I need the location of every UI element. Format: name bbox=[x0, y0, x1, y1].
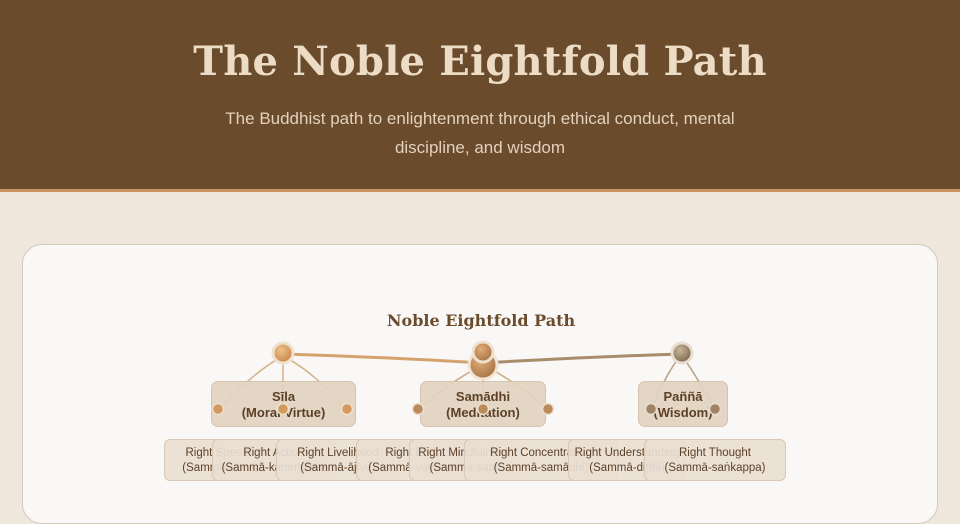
diagram-card: Noble Eightfold Path Sīla (Moral Virtue)… bbox=[22, 244, 938, 524]
pillar-subtitle: (Meditation) bbox=[446, 405, 520, 420]
pillar-subtitle: (Wisdom) bbox=[653, 405, 713, 420]
page-title: The Noble Eightfold Path bbox=[193, 38, 767, 85]
pillar-name: Sīla bbox=[271, 389, 296, 404]
pillar-box-panna[interactable]: Paññā (Wisdom) bbox=[638, 381, 728, 427]
pillar-name: Paññā bbox=[663, 389, 703, 404]
factor-pali: (Sammā-saṅkappa) bbox=[664, 462, 766, 474]
pillar-box-samadhi[interactable]: Samādhi (Meditation) bbox=[420, 381, 546, 427]
pillar-name: Samādhi bbox=[455, 389, 511, 404]
node-sila[interactable] bbox=[271, 341, 295, 365]
node-samadhi[interactable] bbox=[471, 340, 495, 364]
factor-right-thought[interactable]: Right Thought (Sammā-saṅkappa) bbox=[644, 439, 786, 481]
pillar-subtitle: (Moral Virtue) bbox=[241, 405, 326, 420]
link-samadhi-panna bbox=[482, 352, 682, 365]
factor-name: Right Concentration bbox=[490, 447, 592, 459]
diagram-title: Noble Eightfold Path bbox=[386, 311, 576, 330]
page-subtitle: The Buddhist path to enlightenment throu… bbox=[225, 109, 735, 157]
factor-pali: (Sammā-samādhi) bbox=[493, 462, 589, 474]
diagram-canvas bbox=[217, 340, 716, 411]
link-sila-samadhi bbox=[282, 352, 484, 365]
page-header: The Noble Eightfold Path The Buddhist pa… bbox=[0, 0, 960, 192]
factor-name: Right Thought bbox=[678, 447, 752, 459]
pillar-box-sila[interactable]: Sīla (Moral Virtue) bbox=[211, 381, 356, 427]
node-panna[interactable] bbox=[670, 341, 694, 365]
